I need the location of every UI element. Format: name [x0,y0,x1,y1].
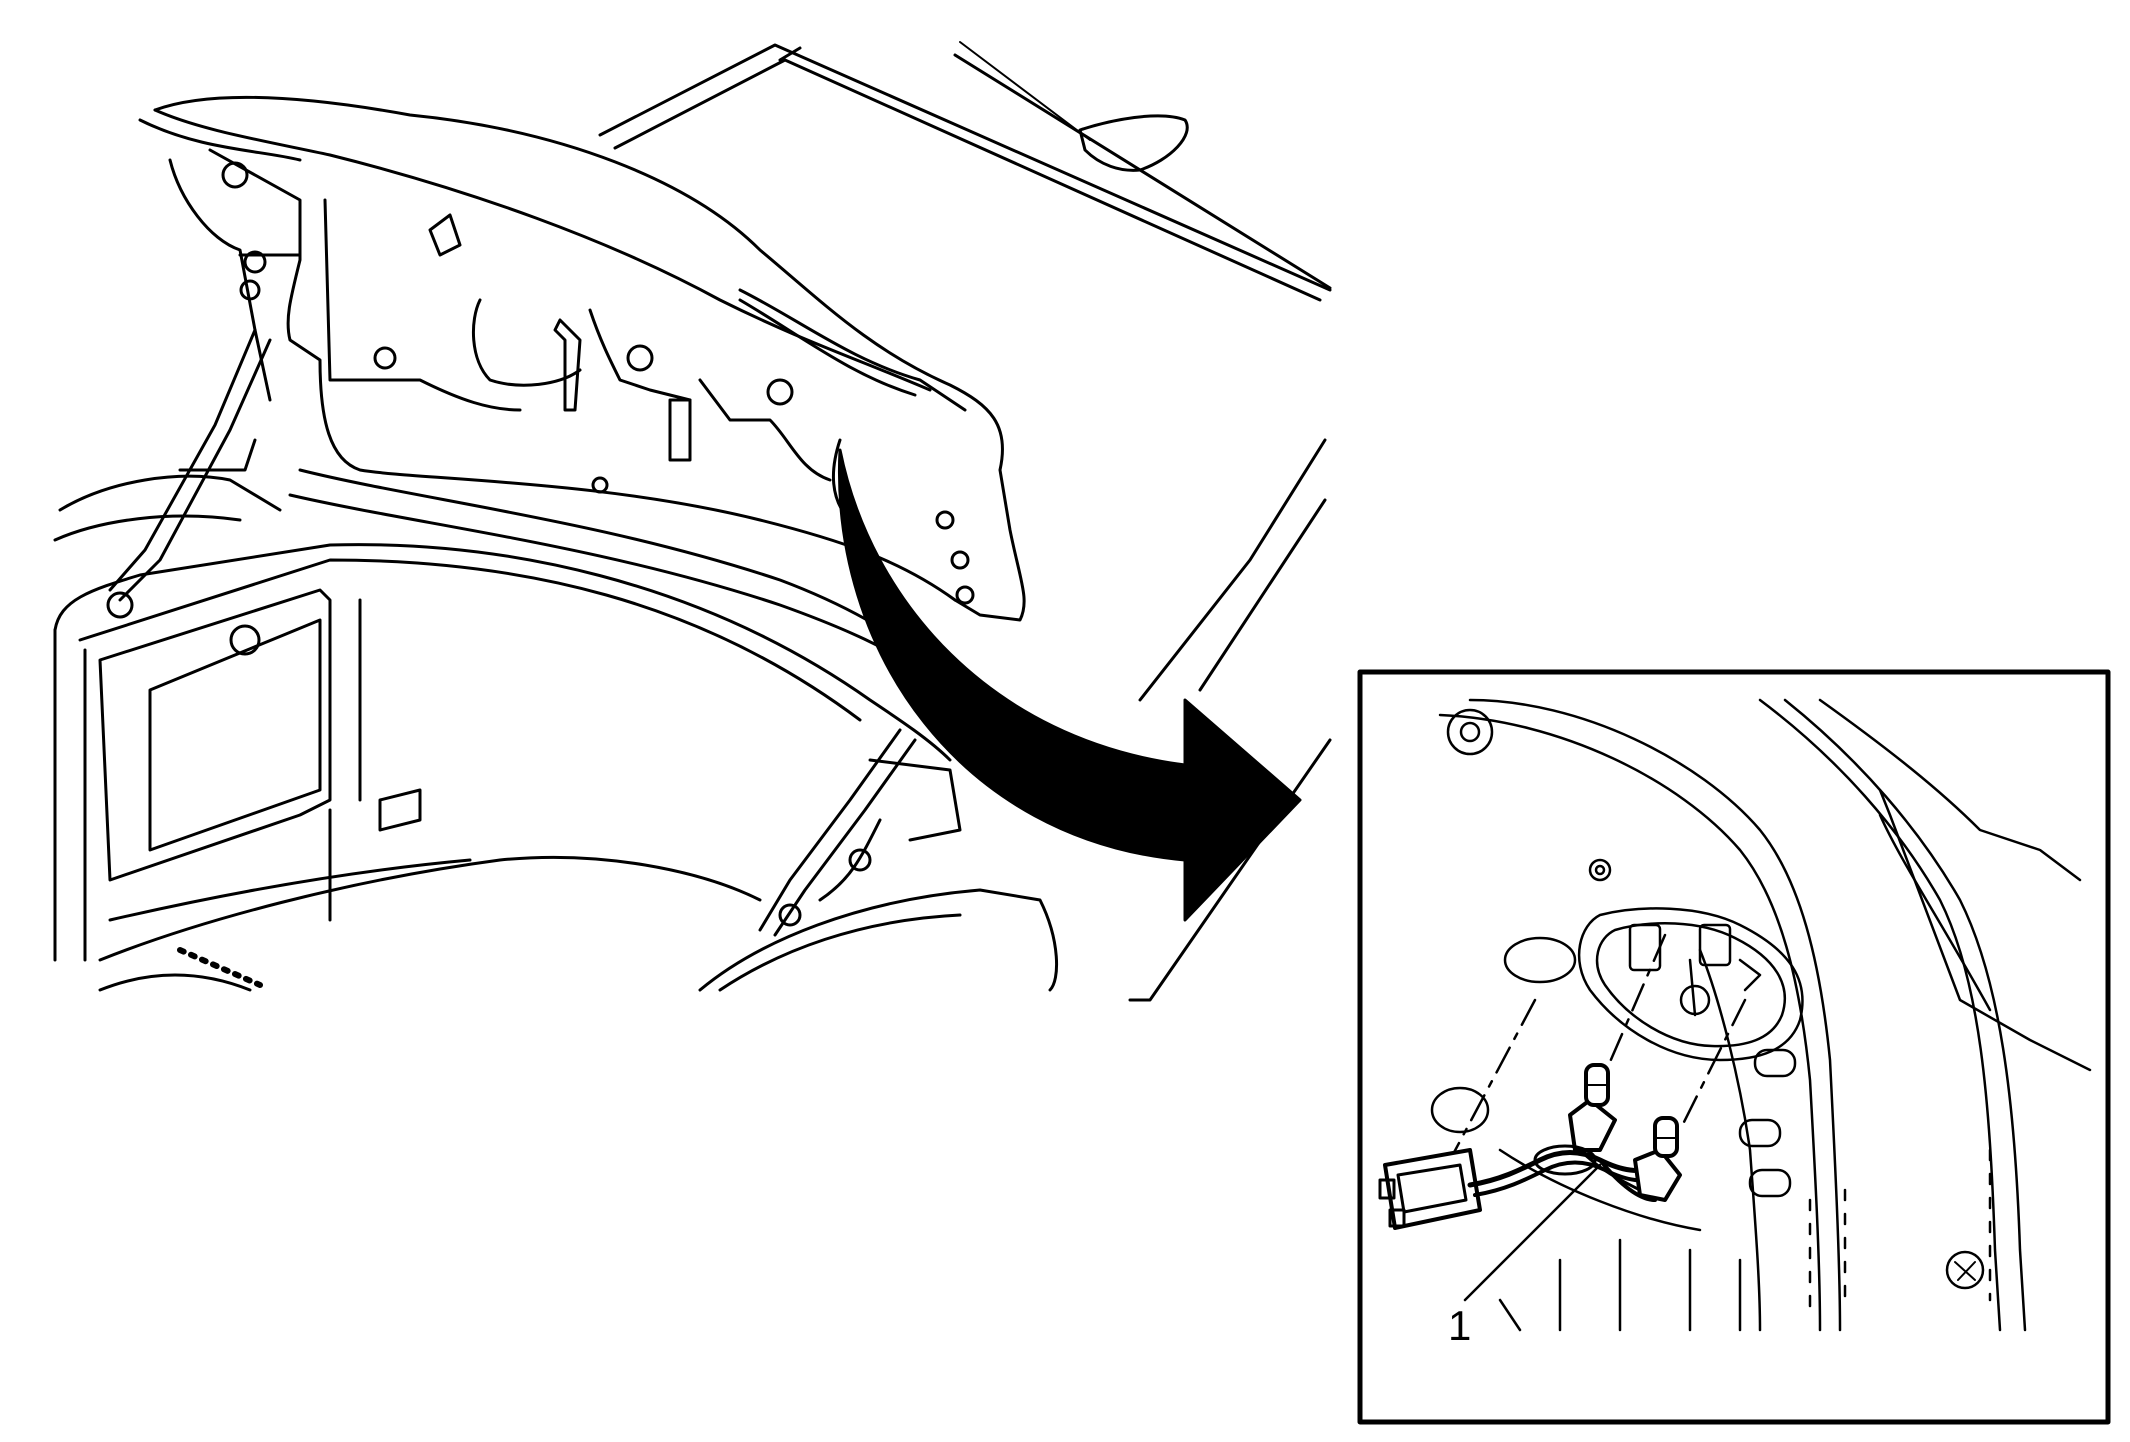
detail-frame [1357,669,2111,1425]
lamp-housing-opening [1577,907,1804,1062]
detail-lid-structure [1430,698,2092,1332]
detail-view [1357,669,2111,1425]
harness-connector [1383,1148,1482,1230]
trunk-overview [53,41,1332,1002]
right-hinge-strut [698,728,1059,992]
bulb-socket-1 [1568,1063,1617,1152]
left-hinge-strut [53,328,282,619]
lamp-wiring-harness[interactable] [1378,1063,1682,1230]
callout-leader [1463,1163,1602,1302]
install-lines [1448,933,1747,1162]
callout-label-1: 1 [1448,1302,1471,1349]
detail-arrow [837,448,1302,922]
antenna [959,41,1189,172]
trunk-compartment [53,543,952,992]
bulb-socket-2 [1633,1116,1682,1202]
deck-lid [138,95,1026,672]
